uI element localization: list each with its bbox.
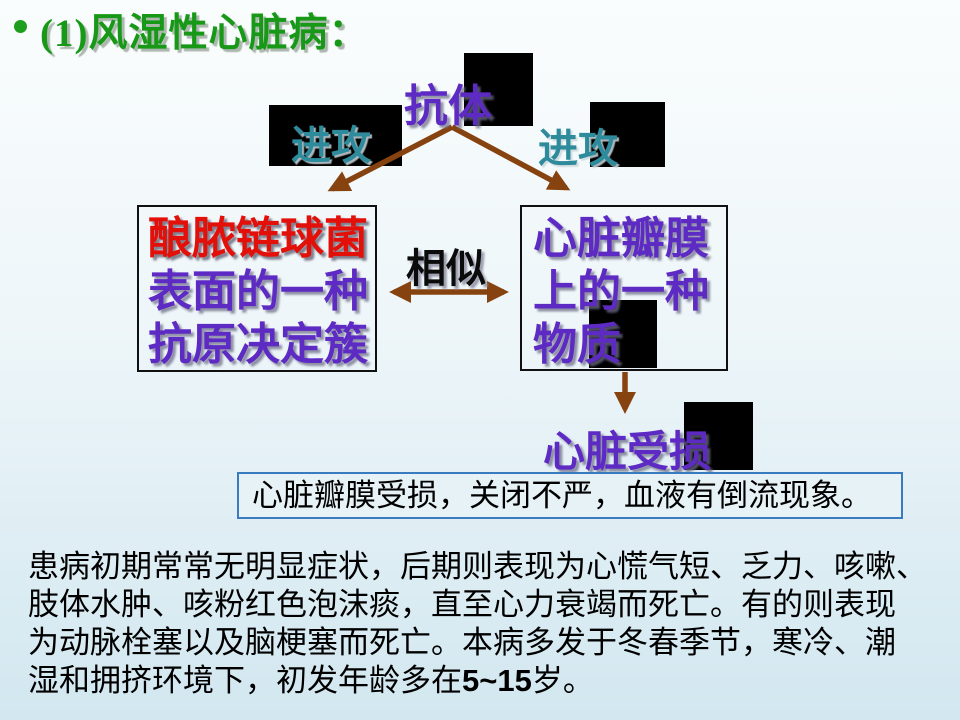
attack-left-label: 进攻	[291, 123, 371, 168]
heart-damage-label: 心脏受损	[543, 430, 712, 476]
antibody-label: 抗体	[404, 82, 492, 131]
black-placeholder-heart-damage	[684, 402, 753, 470]
black-placeholder-right-box	[589, 300, 657, 368]
antigen-box-line-3: 抗原决定簇	[148, 320, 368, 369]
page-title: (1)风湿性心脏病：	[40, 12, 369, 55]
age-range-bold: 5~15	[462, 663, 532, 698]
valve-box-line-2: 上的一种	[533, 267, 709, 316]
antigen-box-line-2: 表面的一种	[148, 267, 368, 316]
result-note-box: 心脏瓣膜受损，关闭不严，血液有倒流现象。	[237, 472, 903, 519]
valve-box-line-1: 心脏瓣膜	[533, 214, 709, 263]
result-note-text: 心脏瓣膜受损，关闭不严，血液有倒流现象。	[252, 478, 872, 513]
attack-right-label: 进攻	[538, 126, 618, 171]
paragraph-line-4: 湿和拥挤环境下，初发年龄多在5~15岁。	[28, 662, 948, 700]
valve-substance-box: 心脏瓣膜 上的一种 物质	[520, 205, 728, 371]
antigen-box-line-1: 酿脓链球菌	[148, 214, 368, 263]
symptoms-paragraph: 患病初期常常无明显症状，后期则表现为心慌气短、乏力、咳嗽、 肢体水肿、咳粉红色泡…	[28, 548, 948, 700]
black-placeholder-attack-right	[590, 102, 665, 167]
antigen-box: 酿脓链球菌 表面的一种 抗原决定簇	[137, 205, 377, 372]
paragraph-line-1: 患病初期常常无明显症状，后期则表现为心慌气短、乏力、咳嗽、	[28, 549, 927, 584]
valve-box-line-3: 物质	[533, 320, 621, 369]
paragraph-line-2: 肢体水肿、咳粉红色泡沫痰，直至心力衰竭而死亡。有的则表现	[28, 587, 896, 622]
title-bullet	[14, 20, 27, 33]
paragraph-line-4-pre: 湿和拥挤环境下，初发年龄多在	[28, 663, 462, 698]
similar-label: 相似	[406, 246, 486, 291]
paragraph-line-4-post: 岁。	[531, 663, 594, 698]
black-placeholder-top	[464, 53, 533, 126]
paragraph-line-3: 为动脉栓塞以及脑梗塞而死亡。本病多发于冬春季节，寒冷、潮	[28, 625, 896, 660]
